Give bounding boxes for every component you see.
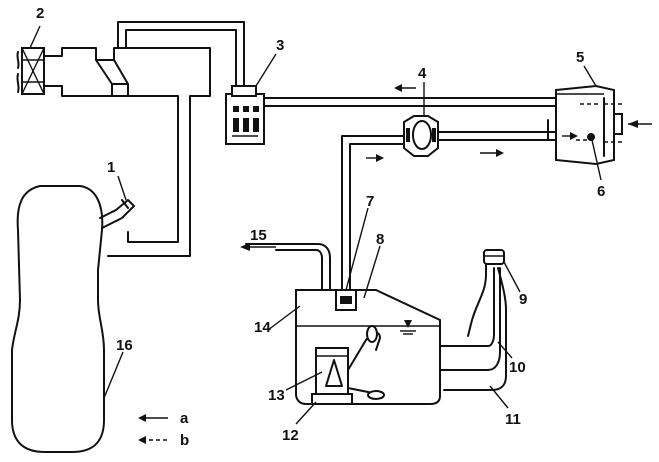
filler-cap [483,249,505,265]
intake-port [99,199,135,229]
canister-valve [587,133,595,141]
air-filter-element [16,47,45,95]
intake-duct [43,47,211,257]
filler-neck [439,261,507,391]
two-way-valve [403,115,439,157]
purge-line [117,21,245,95]
legend-label-a: a [180,410,189,427]
vapor-line-canister-to-solenoid [263,97,557,107]
legend-item-a: a [138,410,189,427]
engine-outline [11,185,105,453]
callout-1: 1 [107,159,115,176]
callout-2: 2 [36,5,44,22]
callout-labels: 1 2 3 4 5 6 7 8 9 10 11 12 13 14 15 16 [36,5,605,444]
fuel-level-marker [400,320,416,335]
legend: a b [138,410,189,449]
callout-3: 3 [276,37,284,54]
callout-7: 7 [366,193,374,210]
callout-13: 13 [268,387,285,404]
callout-6: 6 [597,183,605,200]
callout-11: 11 [505,411,521,428]
callout-14: 14 [254,319,271,336]
callout-5: 5 [576,49,584,66]
callout-12: 12 [282,427,299,444]
callout-4: 4 [418,65,427,82]
fuel-line-15 [240,243,331,399]
purge-solenoid-valve [225,85,265,145]
charcoal-canister [547,84,623,166]
callout-leaders [29,25,602,425]
legend-label-b: b [180,432,189,449]
fresh-air-flow-arrows [576,103,652,143]
callout-8: 8 [376,231,384,248]
callout-15: 15 [250,227,267,244]
legend-item-b: b [138,432,189,449]
vapor-line-tank-to-canister [341,131,557,291]
callout-16: 16 [116,337,133,354]
flow-arrows [366,84,578,162]
callout-10: 10 [509,359,526,376]
callout-9: 9 [519,291,527,308]
rollover-valve [335,289,357,311]
